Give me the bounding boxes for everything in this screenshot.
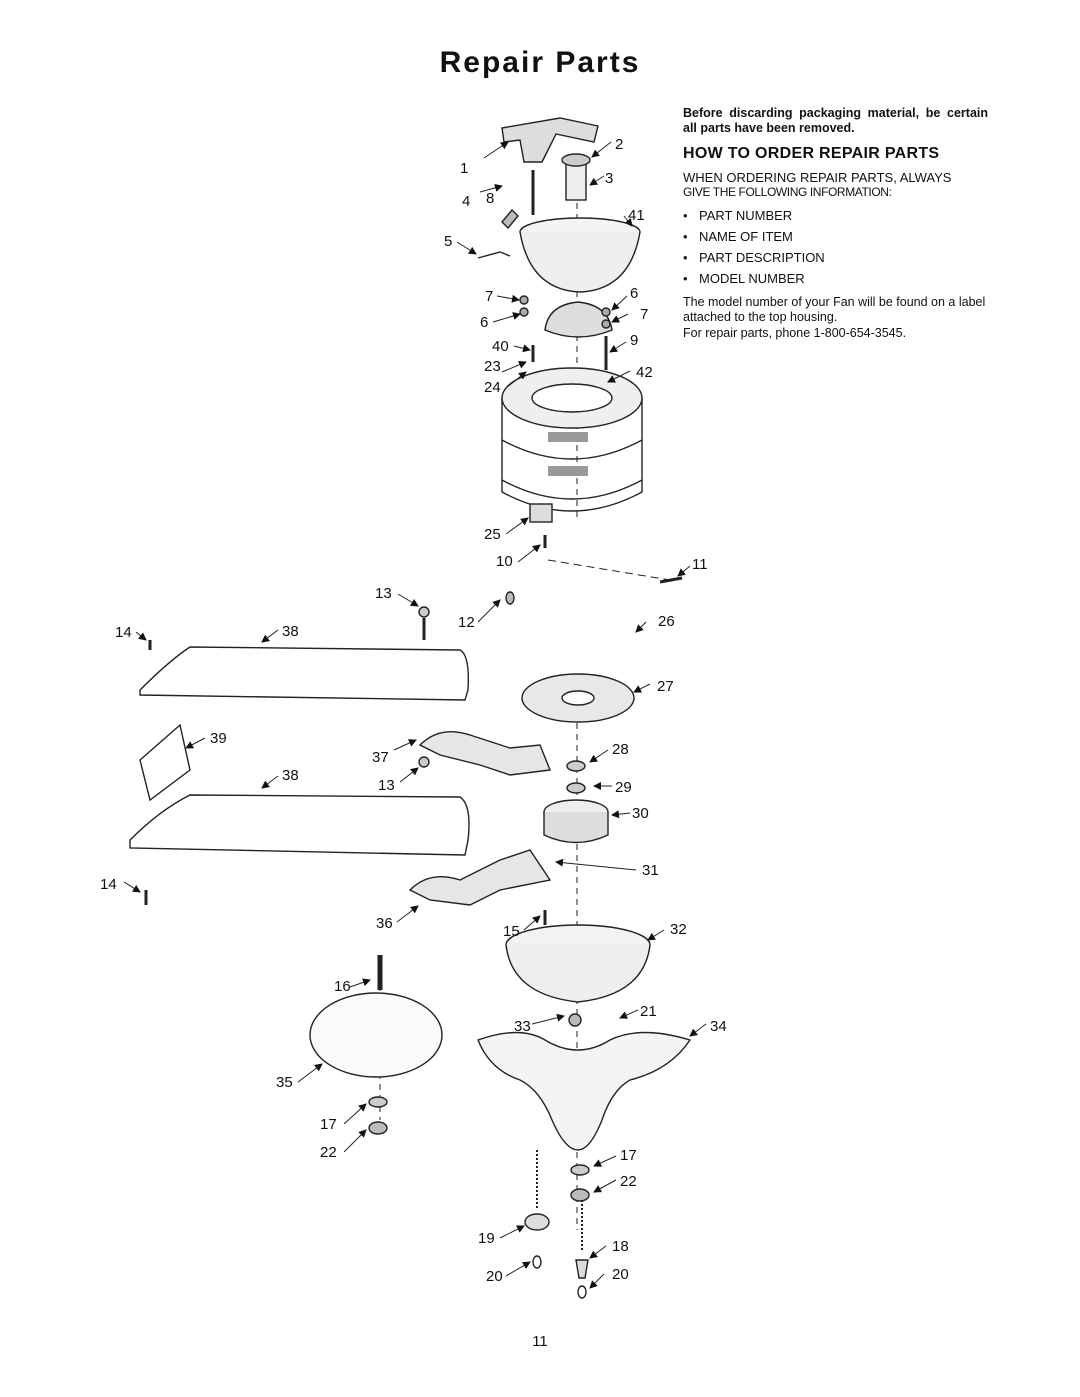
callout-18: 18 xyxy=(612,1238,629,1255)
light-fitter xyxy=(477,1031,692,1151)
light-glass xyxy=(309,992,443,1078)
model-number-note: The model number of your Fan will be fou… xyxy=(683,295,986,324)
callout-22-left: 22 xyxy=(320,1144,337,1161)
callout-28: 28 xyxy=(612,741,629,758)
blade-iron-upper xyxy=(418,731,551,776)
callout-3: 3 xyxy=(605,170,613,187)
callout-31: 31 xyxy=(642,862,659,879)
callout-34: 34 xyxy=(710,1018,727,1035)
callout-2: 2 xyxy=(615,136,623,153)
callout-7-left: 7 xyxy=(485,288,493,305)
callout-38-lower: 38 xyxy=(282,767,299,784)
callout-17-left: 17 xyxy=(320,1116,337,1133)
callout-39: 39 xyxy=(210,730,227,747)
ordering-instruction-line1: WHEN ORDERING REPAIR PARTS, ALWAYS xyxy=(683,170,952,185)
callout-19: 19 xyxy=(478,1230,495,1247)
bullet-icon: • xyxy=(683,229,688,244)
list-item: • PART NUMBER xyxy=(683,205,988,226)
fan-blade-lower xyxy=(129,794,470,856)
callout-12: 12 xyxy=(458,614,475,631)
list-item-label: PART NUMBER xyxy=(699,208,793,223)
callout-6-right: 6 xyxy=(630,285,638,302)
top-collar xyxy=(544,301,613,338)
callout-11: 11 xyxy=(692,556,708,573)
how-to-order-heading: HOW TO ORDER REPAIR PARTS xyxy=(683,145,940,162)
fan-blade-upper xyxy=(139,646,470,701)
callout-4: 4 xyxy=(462,193,470,210)
bullet-icon: • xyxy=(683,250,688,265)
callout-13-upper: 13 xyxy=(375,585,392,602)
callout-8: 8 xyxy=(486,190,494,207)
list-item-label: MODEL NUMBER xyxy=(699,271,805,286)
callout-32: 32 xyxy=(670,921,687,938)
list-item-label: PART DESCRIPTION xyxy=(699,250,825,265)
switch-housing xyxy=(505,924,651,1003)
mounting-bracket xyxy=(501,117,599,163)
list-item: • MODEL NUMBER xyxy=(683,268,988,289)
phone-note: For repair parts, phone 1-800-654-3545. xyxy=(683,326,907,340)
callout-10: 10 xyxy=(496,553,513,570)
callout-16: 16 xyxy=(334,978,351,995)
callout-20-left: 20 xyxy=(486,1268,503,1285)
ordering-instruction-line2: GIVE THE FOLLOWING INFORMATION: xyxy=(683,185,892,199)
callout-25: 25 xyxy=(484,526,501,543)
callout-15: 15 xyxy=(503,923,520,940)
callout-33: 33 xyxy=(514,1018,531,1035)
callout-1: 1 xyxy=(460,160,468,177)
page-title: Repair Parts xyxy=(439,46,641,79)
callout-17-right: 17 xyxy=(620,1147,637,1164)
required-info-list: • PART NUMBER • NAME OF ITEM • PART DESCRIP… xyxy=(683,205,988,289)
blade-iron-lower xyxy=(408,849,552,906)
callout-37: 37 xyxy=(372,749,389,766)
callout-5: 5 xyxy=(444,233,452,250)
callout-23: 23 xyxy=(484,358,501,375)
callout-30: 30 xyxy=(632,805,649,822)
motor xyxy=(543,799,609,844)
list-item: • NAME OF ITEM xyxy=(683,226,988,247)
callout-14-lower: 14 xyxy=(100,876,117,893)
callout-41: 41 xyxy=(628,207,645,224)
callout-26: 26 xyxy=(658,613,675,630)
callout-21: 21 xyxy=(640,1003,657,1020)
callout-29: 29 xyxy=(615,779,632,796)
ordering-info: Before discarding packaging material, be… xyxy=(683,106,988,341)
bullet-icon: • xyxy=(683,208,688,223)
callout-7-right: 7 xyxy=(640,306,648,323)
callout-9: 9 xyxy=(630,332,638,349)
callout-27: 27 xyxy=(657,678,674,695)
callout-42: 42 xyxy=(636,364,653,381)
callout-14-upper: 14 xyxy=(115,624,132,641)
list-item-label: NAME OF ITEM xyxy=(699,229,793,244)
callout-36: 36 xyxy=(376,915,393,932)
callout-20-right: 20 xyxy=(612,1266,629,1283)
packaging-warning: Before discarding packaging material, be… xyxy=(683,106,988,135)
callout-13-lower: 13 xyxy=(378,777,395,794)
bullet-icon: • xyxy=(683,271,688,286)
page-number: 11 xyxy=(532,1333,548,1350)
motor-housing xyxy=(501,367,643,512)
callout-40: 40 xyxy=(492,338,509,355)
callout-38-upper: 38 xyxy=(282,623,299,640)
callout-6-left: 6 xyxy=(480,314,488,331)
callout-22-right: 22 xyxy=(620,1173,637,1190)
callout-24: 24 xyxy=(484,379,501,396)
list-item: • PART DESCRIPTION xyxy=(683,247,988,268)
callout-35: 35 xyxy=(276,1074,293,1091)
